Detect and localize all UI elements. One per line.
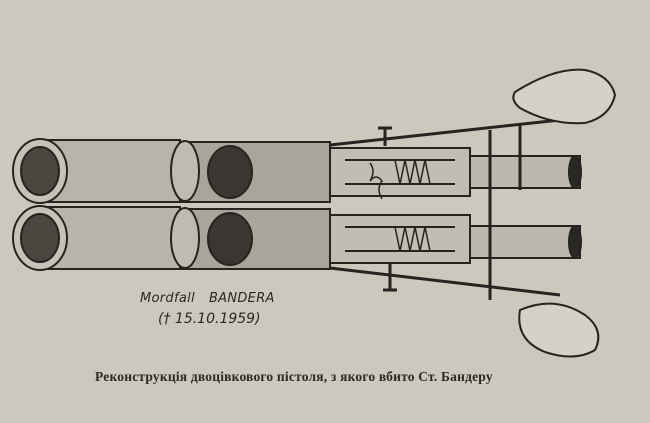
label-name: BANDERA [208,291,275,306]
top-barrel [12,138,582,204]
hand-fingers [512,68,617,358]
figure-caption: Реконструкція двоцівкового пістоля, з як… [95,369,493,384]
bottom-barrel [12,205,582,271]
illustration-label: Mordfall BANDERA [140,291,275,306]
label-prefix: Mordfall [140,291,195,306]
trigger-frame [329,118,561,300]
date-label: († 15.10.1959) [158,311,261,327]
